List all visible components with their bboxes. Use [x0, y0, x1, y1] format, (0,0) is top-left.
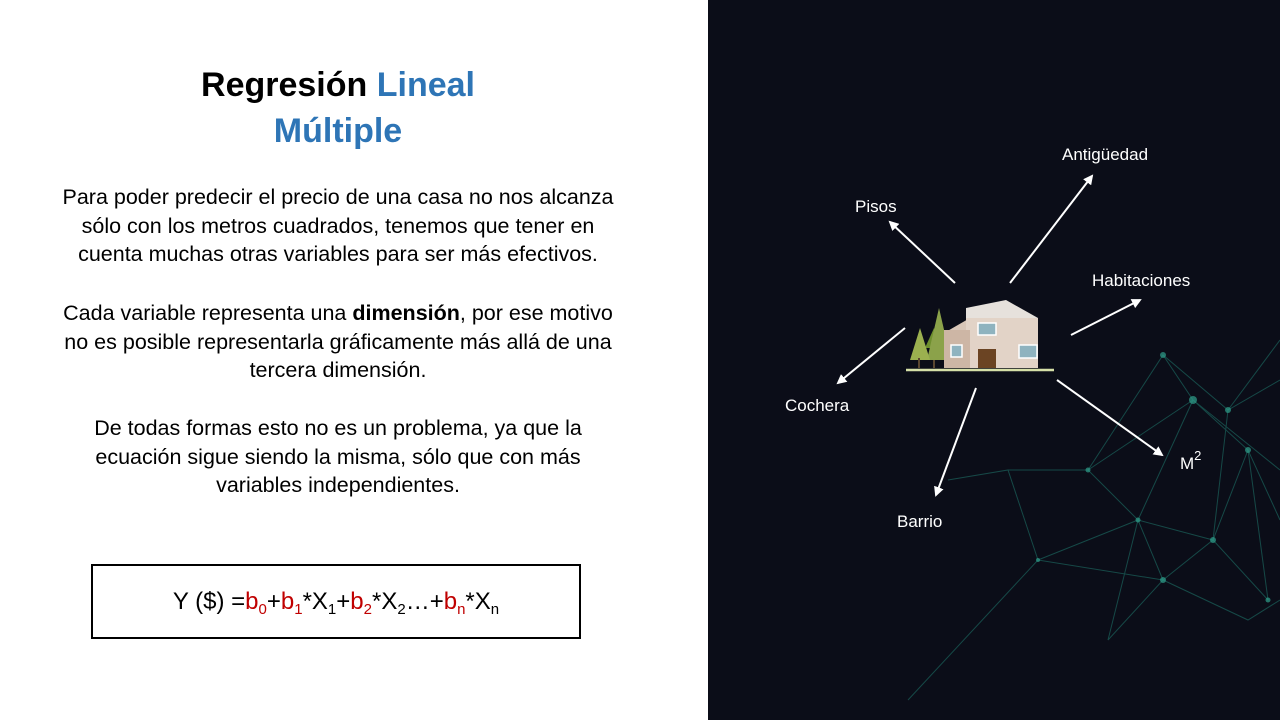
var-xn: Xn — [474, 587, 500, 618]
arrow-habitaciones — [1070, 299, 1142, 336]
network-background — [907, 339, 1280, 701]
label-antiguedad: Antigüedad — [1062, 145, 1149, 164]
var-x2: X2 — [381, 587, 406, 618]
label-pisos: Pisos — [855, 197, 897, 216]
coef-b0: b0 — [245, 587, 267, 618]
house-icon — [906, 300, 1054, 372]
arrows — [836, 174, 1164, 497]
network-nodes — [1036, 352, 1271, 603]
label-m2: M2 — [1180, 448, 1202, 473]
bold-dimension-term: dimensión — [352, 301, 460, 325]
arrow-cochera — [836, 327, 906, 385]
label-cochera: Cochera — [785, 396, 850, 415]
text-panel: Regresión Lineal Múltiple Para poder pre… — [62, 66, 614, 639]
arrow-pisos — [888, 220, 956, 284]
arrow-antiguedad — [1009, 174, 1094, 284]
paragraph-conclusion: De todas formas esto no es un problema, … — [94, 416, 582, 498]
coef-b1: b1 — [280, 587, 303, 618]
var-x1: X1 — [311, 587, 337, 618]
paragraph-intro: Para poder predecir el precio de una cas… — [62, 185, 614, 267]
diagram-panel: Antigüedad Pisos Habitaciones Cochera M2… — [708, 0, 1280, 720]
regression-formula: Y ($) = b0 + b1* X1 + b2* X2 …+ bn* Xn — [91, 564, 581, 639]
coef-bn: bn — [443, 587, 466, 618]
arrow-m2 — [1056, 379, 1164, 457]
paragraph-dimension: Cada variable representa una dimensión, … — [63, 301, 613, 383]
label-barrio: Barrio — [897, 512, 943, 531]
arrow-barrio — [934, 387, 977, 497]
slide-title-line1: Regresión Lineal — [201, 66, 475, 104]
label-habitaciones: Habitaciones — [1092, 271, 1191, 290]
slide-title-line2: Múltiple — [273, 112, 403, 150]
coef-b2: b2 — [350, 587, 372, 618]
variables-diagram — [836, 174, 1280, 701]
